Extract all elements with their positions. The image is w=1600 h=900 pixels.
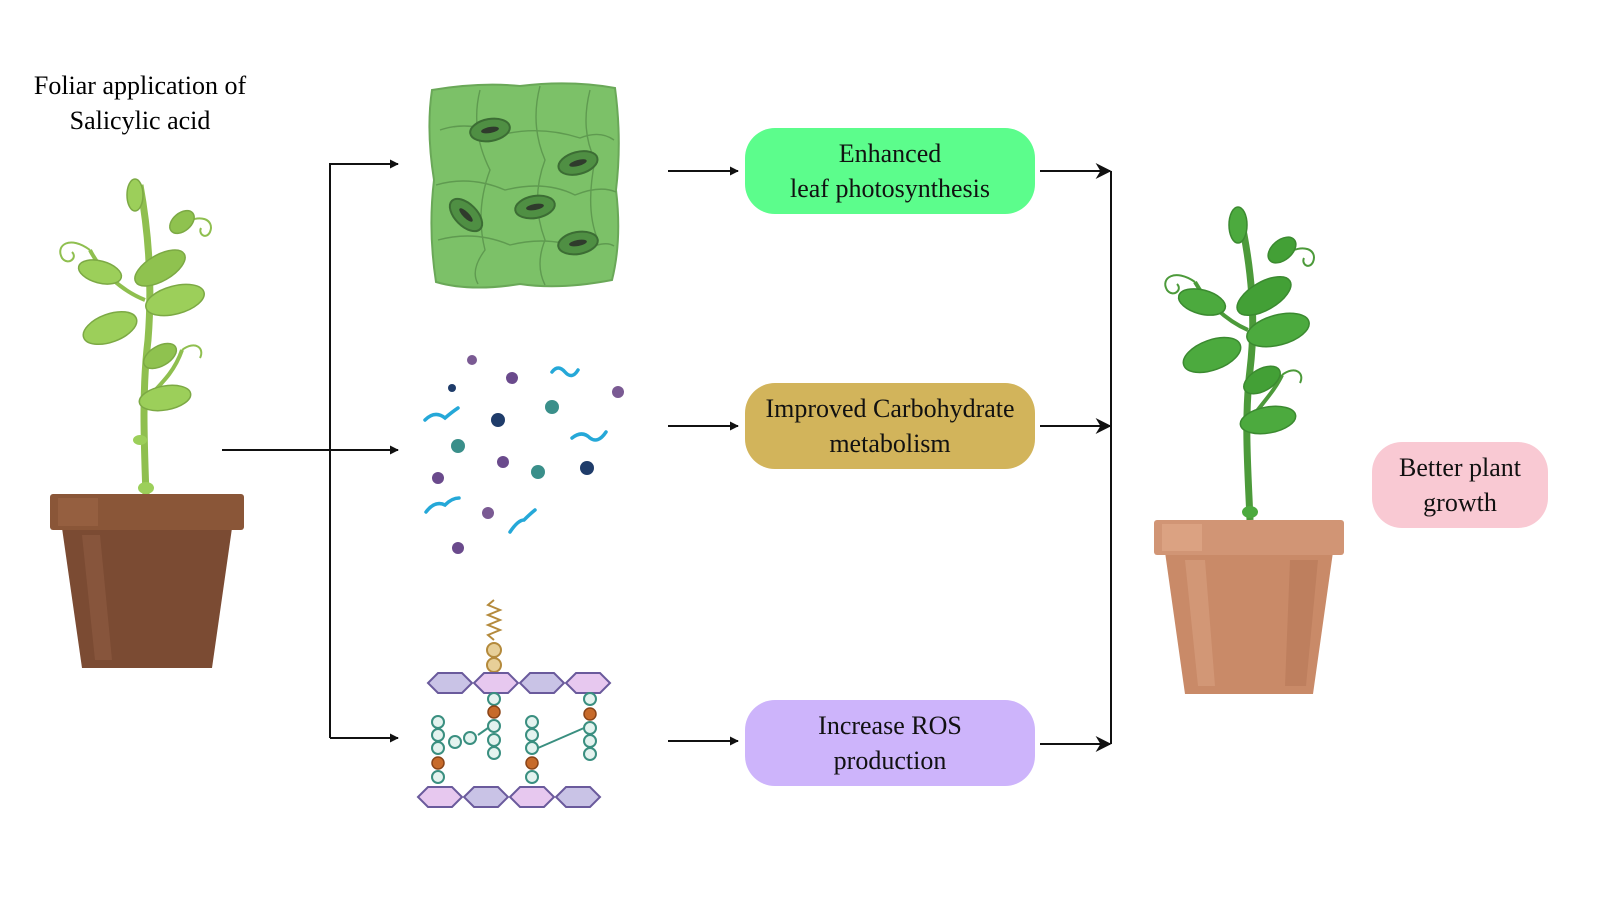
effect-arrows [668, 166, 739, 746]
molecules-icon [423, 355, 624, 554]
effect-ros-line1: Increase ROS [818, 711, 962, 740]
mature-plant-in-pot-icon [1154, 206, 1344, 694]
effect-photosynthesis-line2: leaf photosynthesis [789, 174, 991, 203]
input-label: Foliar application of Salicylic acid [34, 71, 247, 135]
effect-ros-box: Increase ROS production [745, 700, 1035, 786]
leaf-tissue-stomata-icon [428, 82, 620, 289]
ros-membrane-icon [416, 599, 612, 808]
input-label-line2: Salicylic acid [70, 106, 211, 135]
input-label-line1: Foliar application of [34, 71, 247, 100]
converge-arrows [1040, 163, 1112, 752]
young-plant-in-pot-icon [50, 178, 244, 668]
effect-carbohydrate-box: Improved Carbohydrate metabolism [745, 383, 1035, 469]
outcome-line2: growth [1423, 488, 1497, 517]
branch-arrows [222, 159, 399, 743]
effect-carbohydrate-line2: metabolism [829, 429, 951, 458]
effect-ros-line2: production [833, 746, 947, 775]
effect-photosynthesis-line1: Enhanced [838, 139, 942, 168]
effect-carbohydrate-line1: Improved Carbohydrate [765, 394, 1015, 423]
effect-photosynthesis-box: Enhanced leaf photosynthesis [745, 128, 1035, 214]
outcome-box: Better plant growth [1372, 442, 1548, 528]
outcome-line1: Better plant [1398, 453, 1521, 482]
